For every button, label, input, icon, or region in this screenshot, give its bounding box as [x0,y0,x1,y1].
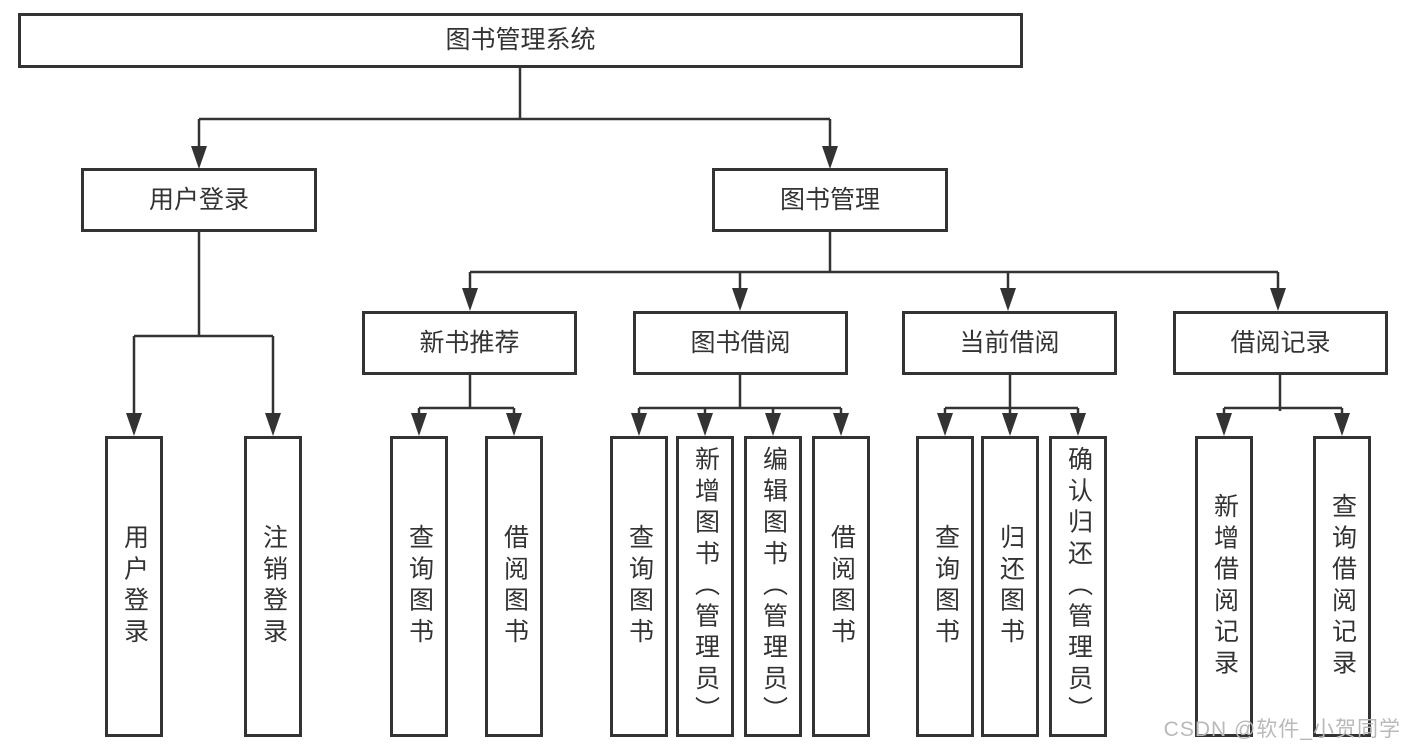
node-current-borrow: 当前借阅 [902,311,1117,375]
node-label: 图书管理系统 [445,26,596,54]
node-book-management: 图书管理 [712,168,948,232]
node-label: 新书推荐 [419,328,520,357]
leaf-label: 查询图书 [931,524,960,649]
leaf-label: 新增图书（管理员） [691,445,720,728]
node-new-book-recommend: 新书推荐 [362,311,577,375]
leaf-label: 编辑图书（管理员） [759,445,788,728]
node-label: 用户登录 [148,185,249,214]
leaf-label: 借阅图书 [827,524,856,649]
leaf-label: 查询图书 [405,524,434,649]
leaf-label: 借阅图书 [500,524,529,649]
leaf-return-book: 归还图书 [981,436,1039,737]
node-label: 借阅记录 [1230,328,1331,357]
leaf-borrow-book: 借阅图书 [485,436,543,737]
node-label: 图书管理 [779,185,880,214]
leaf-query-book-3: 查询图书 [916,436,974,737]
leaf-logout: 注销登录 [244,436,302,737]
leaf-label: 查询借阅记录 [1328,492,1357,681]
leaf-edit-book-admin: 编辑图书（管理员） [744,436,802,737]
arrowheads [126,146,1350,436]
leaf-label: 新增借阅记录 [1210,492,1239,681]
watermark: CSDN @软件_小贺同学 [1163,718,1401,741]
node-label: 当前借阅 [959,328,1060,357]
leaf-add-borrow-record: 新增借阅记录 [1195,436,1253,737]
leaf-label: 归还图书 [996,524,1025,649]
leaf-borrow-book-2: 借阅图书 [812,436,870,737]
node-borrow-records: 借阅记录 [1173,311,1388,375]
leaf-label: 用户登录 [120,524,149,649]
leaf-label: 查询图书 [625,524,654,649]
leaf-confirm-return-admin: 确认归还（管理员） [1049,436,1107,737]
leaf-label: 确认归还（管理员） [1064,445,1093,728]
leaf-add-book-admin: 新增图书（管理员） [676,436,734,737]
leaf-user-login: 用户登录 [105,436,163,737]
leaf-query-book-2: 查询图书 [610,436,668,737]
node-library-system: 图书管理系统 [18,13,1023,68]
node-label: 图书借阅 [690,328,791,357]
node-user-login: 用户登录 [81,168,317,232]
leaf-query-borrow-record: 查询借阅记录 [1313,436,1371,737]
leaf-label: 注销登录 [259,524,288,649]
node-book-borrow: 图书借阅 [633,311,848,375]
leaf-query-book: 查询图书 [390,436,448,737]
